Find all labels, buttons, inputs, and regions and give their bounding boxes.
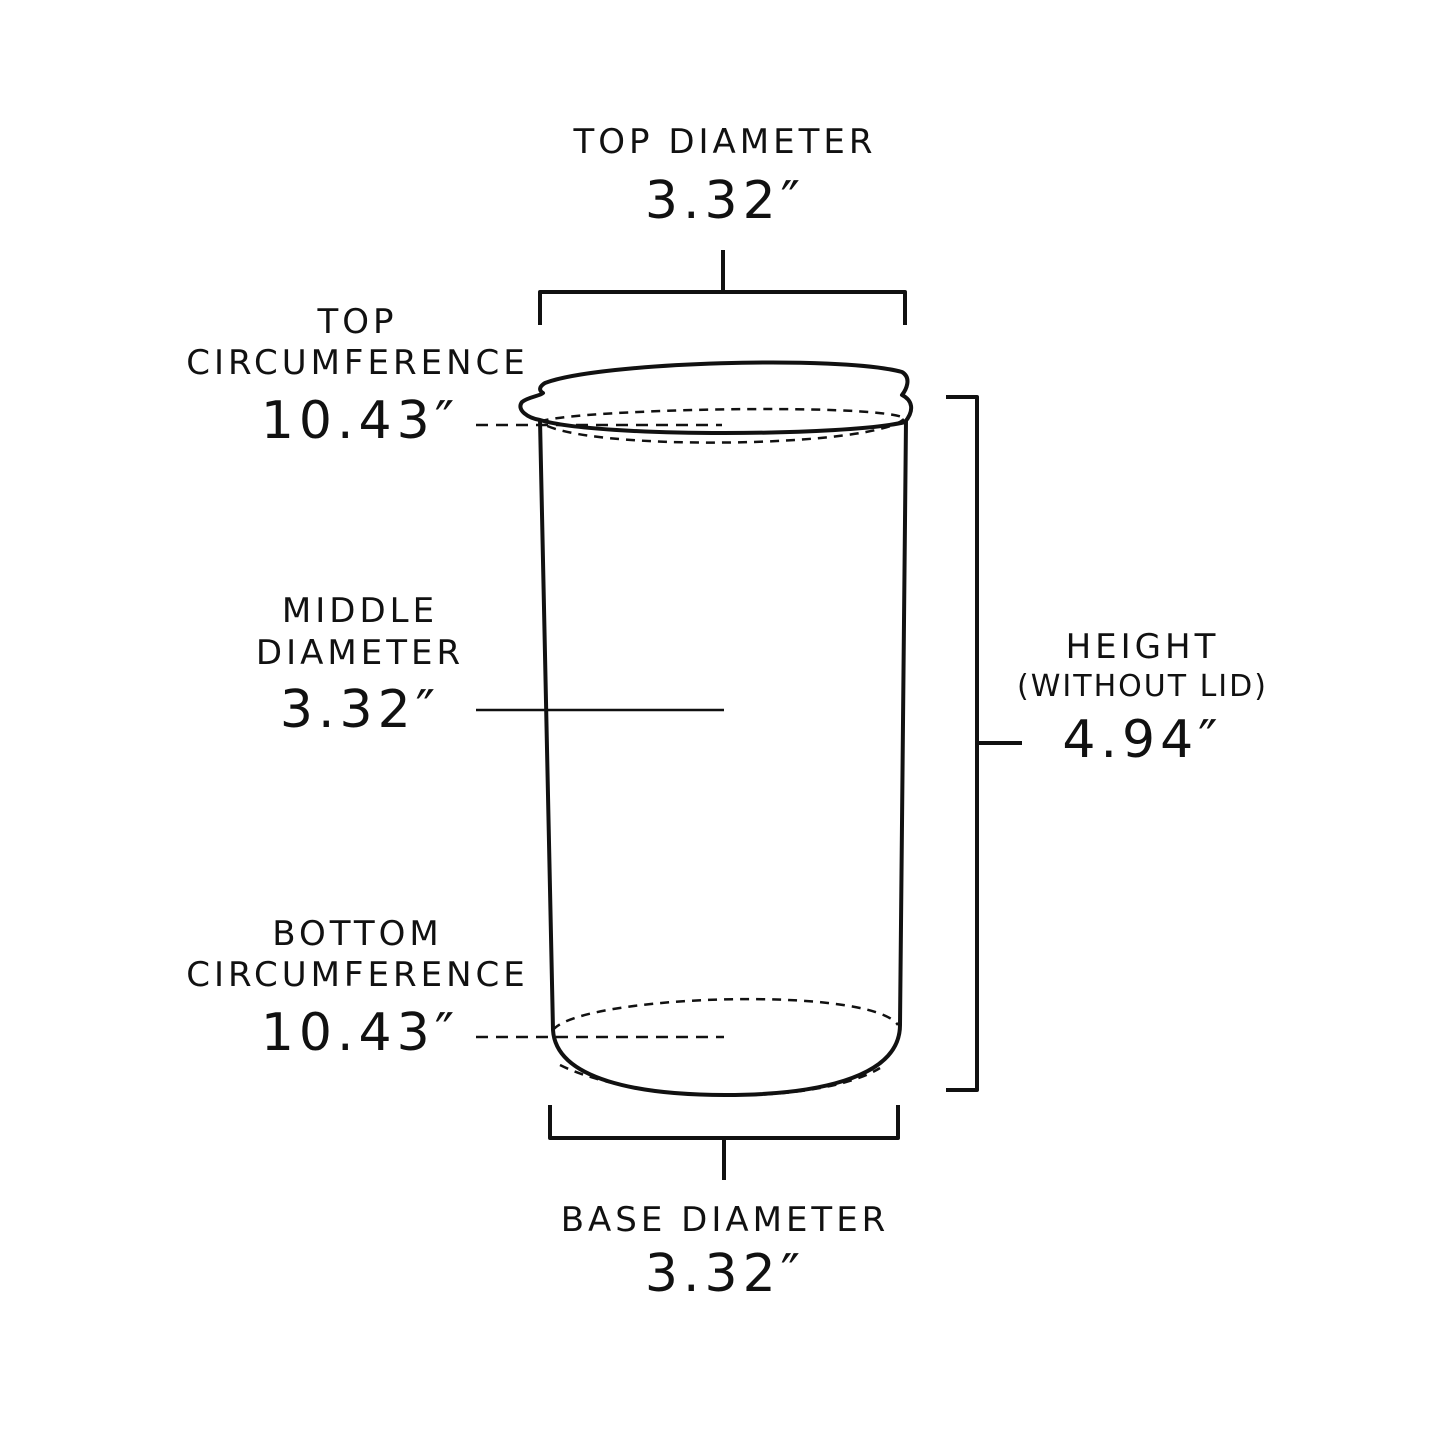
height-value: 4.94″	[1062, 710, 1223, 770]
jar-body	[538, 419, 908, 1097]
middle-diameter-value: 3.32″	[279, 680, 441, 740]
height-label: HEIGHT	[1065, 627, 1220, 667]
bottom-circumference-value: 10.43″	[260, 1003, 460, 1063]
middle-diameter-label-line2: DIAMETER	[255, 633, 465, 673]
height-note: (WITHOUT LID)	[1017, 669, 1268, 704]
bottom-front-dashed-arc	[559, 1063, 881, 1097]
bottom-circumference-label-line2: CIRCUMFERENCE	[186, 955, 529, 995]
top-circumference-value: 10.43″	[260, 391, 460, 451]
bottom-back-dashed-arc	[552, 997, 900, 1031]
top-diameter-label: TOP DIAMETER	[573, 122, 877, 162]
top-circumference-label-line1: TOP	[317, 302, 398, 342]
jar-lid	[518, 360, 914, 435]
top-diameter-bracket	[538, 250, 907, 325]
middle-diameter-label-line1: MIDDLE	[281, 591, 439, 631]
top-circumference-label-line2: CIRCUMFERENCE	[186, 343, 529, 383]
base-diameter-value: 3.32″	[644, 1244, 806, 1304]
height-bracket	[946, 395, 1022, 1092]
base-diameter-label: BASE DIAMETER	[560, 1200, 890, 1240]
top-diameter-value: 3.32″	[644, 171, 806, 231]
base-diameter-bracket	[548, 1105, 900, 1180]
bottom-circumference-label-line1: BOTTOM	[272, 914, 443, 954]
top-rim-dashed-ellipse	[539, 407, 907, 444]
